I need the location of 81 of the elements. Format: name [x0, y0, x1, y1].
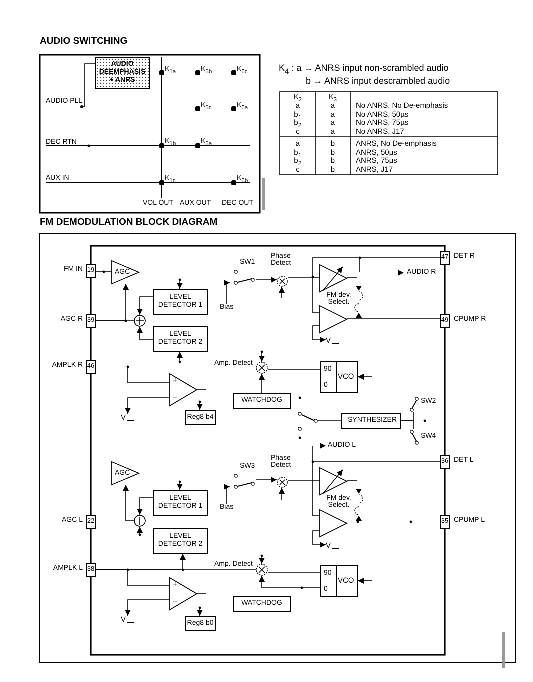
vco-box [320, 361, 358, 393]
signal-line [318, 420, 342, 422]
comparator-amplifier [170, 374, 197, 406]
section-heading: FM DEMODULATION BLOCK DIAGRAM [40, 218, 218, 228]
signal-line [123, 484, 134, 522]
signal-line [400, 420, 414, 430]
legend-note: b → ANRS input descrambled audio [306, 77, 450, 86]
signal-line [358, 578, 372, 584]
signal-line [197, 402, 203, 410]
signal-line [259, 576, 320, 588]
phase-detector [277, 276, 288, 287]
signal-line [224, 280, 230, 304]
amplitude-detector [256, 564, 268, 576]
level-detector-box [153, 326, 208, 352]
signal-line [259, 352, 265, 362]
switch-symbol [296, 410, 318, 432]
pin-box [86, 515, 96, 529]
pin-box [440, 455, 450, 469]
pin-box [86, 264, 96, 278]
pin-box [440, 251, 450, 265]
section-heading: AUDIO SWITCHING [40, 37, 128, 47]
pin-box [86, 563, 96, 577]
signal-line [137, 498, 154, 516]
signal-line [125, 600, 170, 616]
comparator-amplifier [170, 578, 197, 610]
switch-symbol [409, 396, 419, 412]
signal-line [259, 374, 265, 394]
phase-detector [277, 477, 288, 488]
summing-junction [134, 315, 146, 327]
watchdog-box [233, 393, 291, 409]
signal-line [125, 398, 170, 414]
level-detector-box [153, 289, 208, 315]
signal-line [80, 64, 96, 108]
pin-box [440, 314, 450, 328]
signal-line [256, 477, 278, 483]
input-sign: − [173, 598, 178, 606]
signal-line [137, 296, 154, 316]
signal-line [177, 352, 183, 362]
signal-line [288, 480, 320, 482]
signal-line [312, 258, 440, 314]
signal-line [137, 526, 143, 536]
variable-gain-amplifier [320, 468, 347, 495]
agc-amplifier [112, 462, 139, 485]
agc-amplifier [112, 261, 139, 284]
amplifier [320, 510, 347, 537]
signal-line [312, 326, 326, 343]
register-box [185, 616, 216, 631]
level-detector-box [153, 528, 208, 554]
input-sign: + [173, 377, 178, 386]
signal-line [177, 482, 183, 490]
signal-line [312, 530, 326, 548]
signal-line [137, 326, 154, 340]
watchdog-box [233, 596, 291, 612]
input-sign: + [173, 581, 178, 590]
pin-box [440, 515, 450, 529]
signal-line [177, 280, 183, 290]
signal-line [346, 318, 440, 320]
register-box [185, 410, 216, 425]
amplifier [320, 306, 347, 333]
vco-box [320, 565, 358, 597]
signal-line [259, 556, 265, 564]
signal-line [96, 284, 129, 322]
amplitude-detector [256, 362, 268, 374]
signal-line [224, 484, 230, 504]
input-sign: − [173, 394, 178, 402]
signal-line [279, 286, 285, 298]
signal-line [358, 374, 372, 380]
signal-line [268, 572, 320, 574]
signal-line [312, 462, 440, 516]
pin-box [86, 360, 96, 374]
current-source [134, 515, 146, 527]
signal-line [96, 570, 170, 586]
signal-line [279, 488, 285, 500]
pin-box [86, 314, 96, 328]
signal-line [197, 608, 203, 616]
switch-symbol [409, 429, 419, 445]
variable-gain-amplifier [320, 265, 347, 292]
synthesizer-box [341, 413, 401, 429]
level-detector-box [153, 490, 208, 516]
legend-note: K$_{4}$ : a → ANRS input non-scrambled audio [279, 64, 449, 76]
signal-line [256, 277, 278, 283]
